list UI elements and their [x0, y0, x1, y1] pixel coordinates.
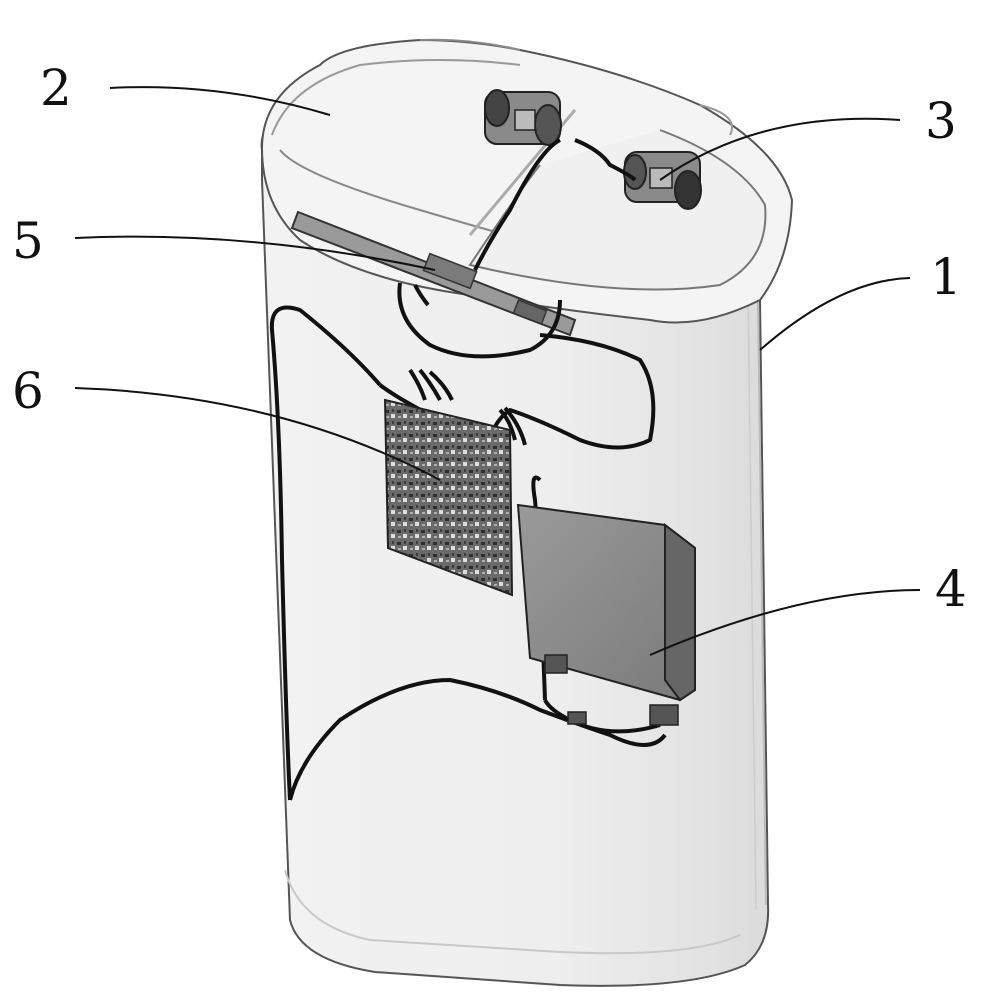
- hinge-rail: [290, 210, 577, 337]
- callout-6: 6: [12, 362, 44, 420]
- callout-1: 1: [930, 248, 962, 306]
- leader-2: [109, 86, 331, 116]
- callout-3: 3: [925, 92, 957, 150]
- callouts: 2 3 5 1 6 4: [12, 59, 967, 618]
- leader-6: [74, 387, 441, 481]
- callout-5: 5: [12, 212, 44, 270]
- battery-box: [516, 503, 696, 726]
- leader-5: [74, 235, 436, 271]
- motor-left: [484, 89, 562, 146]
- callout-4: 4: [935, 560, 967, 618]
- callout-2: 2: [40, 59, 72, 117]
- leader-3: [659, 117, 901, 181]
- circuit-board: [383, 398, 514, 597]
- leader-lines: [74, 86, 921, 656]
- leader-1: [759, 277, 911, 351]
- leader-4: [649, 589, 921, 656]
- wiring: [269, 138, 667, 801]
